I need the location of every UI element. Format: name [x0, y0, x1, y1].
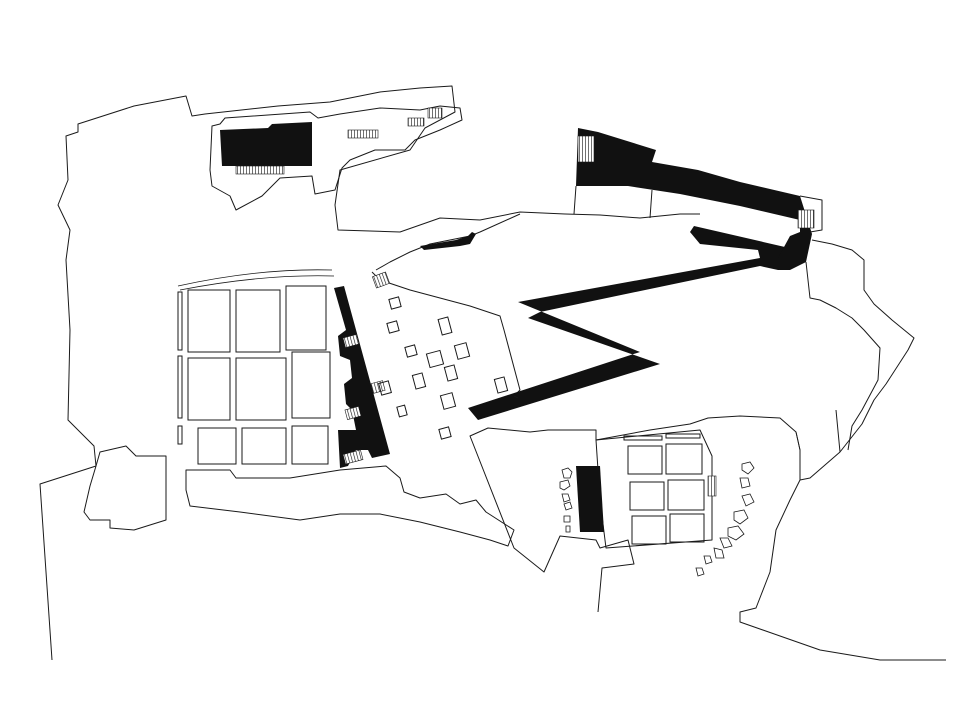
garden-plot	[235, 357, 287, 421]
courtyard-plot	[631, 515, 667, 545]
plaza-block	[396, 404, 408, 418]
courtyard-plot	[667, 479, 705, 511]
courtyard-plot	[623, 435, 663, 441]
plaza-block	[439, 392, 457, 410]
garden-plot	[291, 425, 329, 465]
northeast-building-outline	[573, 185, 823, 233]
plaza-block	[404, 344, 418, 358]
southeast-building-hatch	[707, 475, 717, 497]
west-stone-row	[559, 467, 573, 533]
north-building-surround	[209, 105, 463, 211]
garden-plot	[235, 289, 281, 353]
garden-wall-hatch-2	[344, 405, 362, 421]
stone	[561, 493, 571, 503]
stone	[739, 477, 751, 489]
west-block-outline	[83, 445, 167, 531]
courtyard-grid	[623, 433, 705, 545]
garden-plot	[241, 427, 287, 465]
stone	[695, 567, 705, 577]
garden-plot	[187, 357, 231, 421]
plaza-block	[388, 296, 402, 310]
plaza-block	[443, 364, 459, 382]
plaza-block	[438, 426, 452, 440]
plaza-block	[453, 342, 471, 360]
garden-wall-hatch-5	[371, 271, 391, 289]
central-plateau-edge	[371, 271, 521, 397]
south-terrace-outline	[185, 465, 515, 547]
terrain-outline-east-inner	[805, 261, 881, 453]
courtyard-plot	[627, 445, 663, 475]
terrain-outline-west	[39, 85, 700, 661]
stone	[559, 479, 571, 491]
plaza-block	[425, 349, 445, 369]
courtyard-plot	[665, 443, 703, 475]
north-building-hatch-4	[427, 107, 443, 119]
stone	[563, 515, 571, 523]
stone	[727, 525, 745, 541]
garden-edge-strip	[177, 425, 183, 445]
zigzag-walkway-solid	[468, 226, 800, 420]
north-building-hatch	[235, 165, 285, 175]
terrain-outline-south	[469, 415, 946, 661]
garden-edge-strip	[177, 291, 183, 351]
courtyard-plot	[665, 433, 701, 439]
garden-plot	[187, 289, 231, 353]
courtyard-plot	[669, 513, 705, 543]
upper-sliver-solid	[420, 232, 476, 250]
garden-arc-line-2	[179, 275, 335, 291]
plaza-blocks	[378, 296, 509, 440]
northeast-building-hatch-2	[797, 209, 815, 229]
garden-plot	[197, 427, 237, 465]
garden-wall-solid	[334, 286, 390, 468]
garden-wall-hatch	[342, 333, 360, 349]
stone	[713, 547, 725, 559]
north-building-hatch-2	[347, 129, 379, 139]
plaza-block	[411, 372, 427, 390]
garden-wall-hatch-3	[370, 380, 386, 394]
garden-arc-line	[177, 269, 333, 287]
stone	[719, 537, 733, 549]
courtyard-plot	[629, 481, 665, 511]
plaza-block	[378, 380, 392, 396]
plaza-block	[386, 320, 400, 334]
east-stone-cluster	[695, 461, 755, 577]
northeast-building-hatch	[577, 135, 595, 163]
terrain-outline-east	[799, 239, 915, 481]
north-building-solid	[220, 122, 312, 166]
stone	[565, 525, 571, 533]
garden-grid	[177, 285, 331, 465]
southeast-courtyard-outline	[595, 429, 713, 549]
stone	[703, 555, 713, 565]
stone	[561, 467, 573, 479]
garden-plot	[291, 351, 331, 419]
plaza-block	[493, 376, 509, 394]
stone	[741, 493, 755, 507]
northeast-building-solid	[576, 128, 812, 270]
stone	[563, 501, 573, 511]
southeast-building-solid	[576, 466, 604, 532]
garden-plot	[285, 285, 327, 351]
stone	[741, 461, 755, 475]
east-ground-line	[795, 431, 801, 451]
plaza-block	[437, 316, 453, 336]
north-building-hatch-3	[407, 117, 425, 127]
stone	[733, 509, 749, 525]
garden-wall-hatch-4	[342, 449, 364, 465]
plaza-divider-line	[513, 395, 519, 399]
garden-edge-strip	[177, 355, 183, 419]
